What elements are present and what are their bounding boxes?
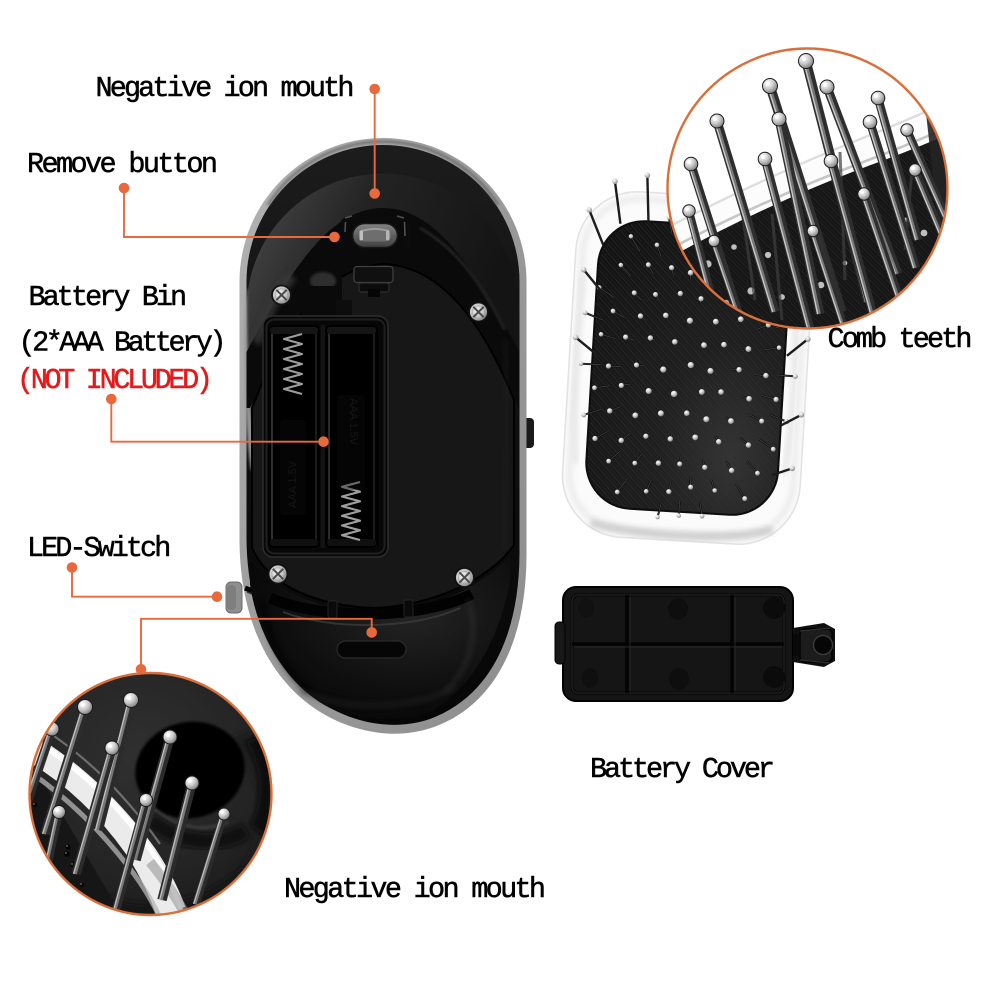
svg-text:Battery Cover: Battery Cover: [590, 753, 775, 786]
svg-text:(2*AAA Battery): (2*AAA Battery): [19, 327, 227, 360]
svg-text:Negative ion mouth: Negative ion mouth: [284, 873, 546, 906]
svg-text:Battery Bin: Battery Bin: [29, 281, 188, 314]
svg-text:Comb teeth: Comb teeth: [828, 323, 973, 356]
svg-text:Remove button: Remove button: [27, 148, 218, 181]
svg-text:LED-Switch: LED-Switch: [27, 532, 171, 565]
svg-text:(NOT INCLUDED): (NOT INCLUDED): [17, 364, 213, 397]
svg-text:Negative ion mouth: Negative ion mouth: [96, 72, 355, 105]
svg-text:AAA 1.5V: AAA 1.5V: [347, 398, 359, 446]
svg-text:AAA 1.5V: AAA 1.5V: [287, 460, 299, 508]
